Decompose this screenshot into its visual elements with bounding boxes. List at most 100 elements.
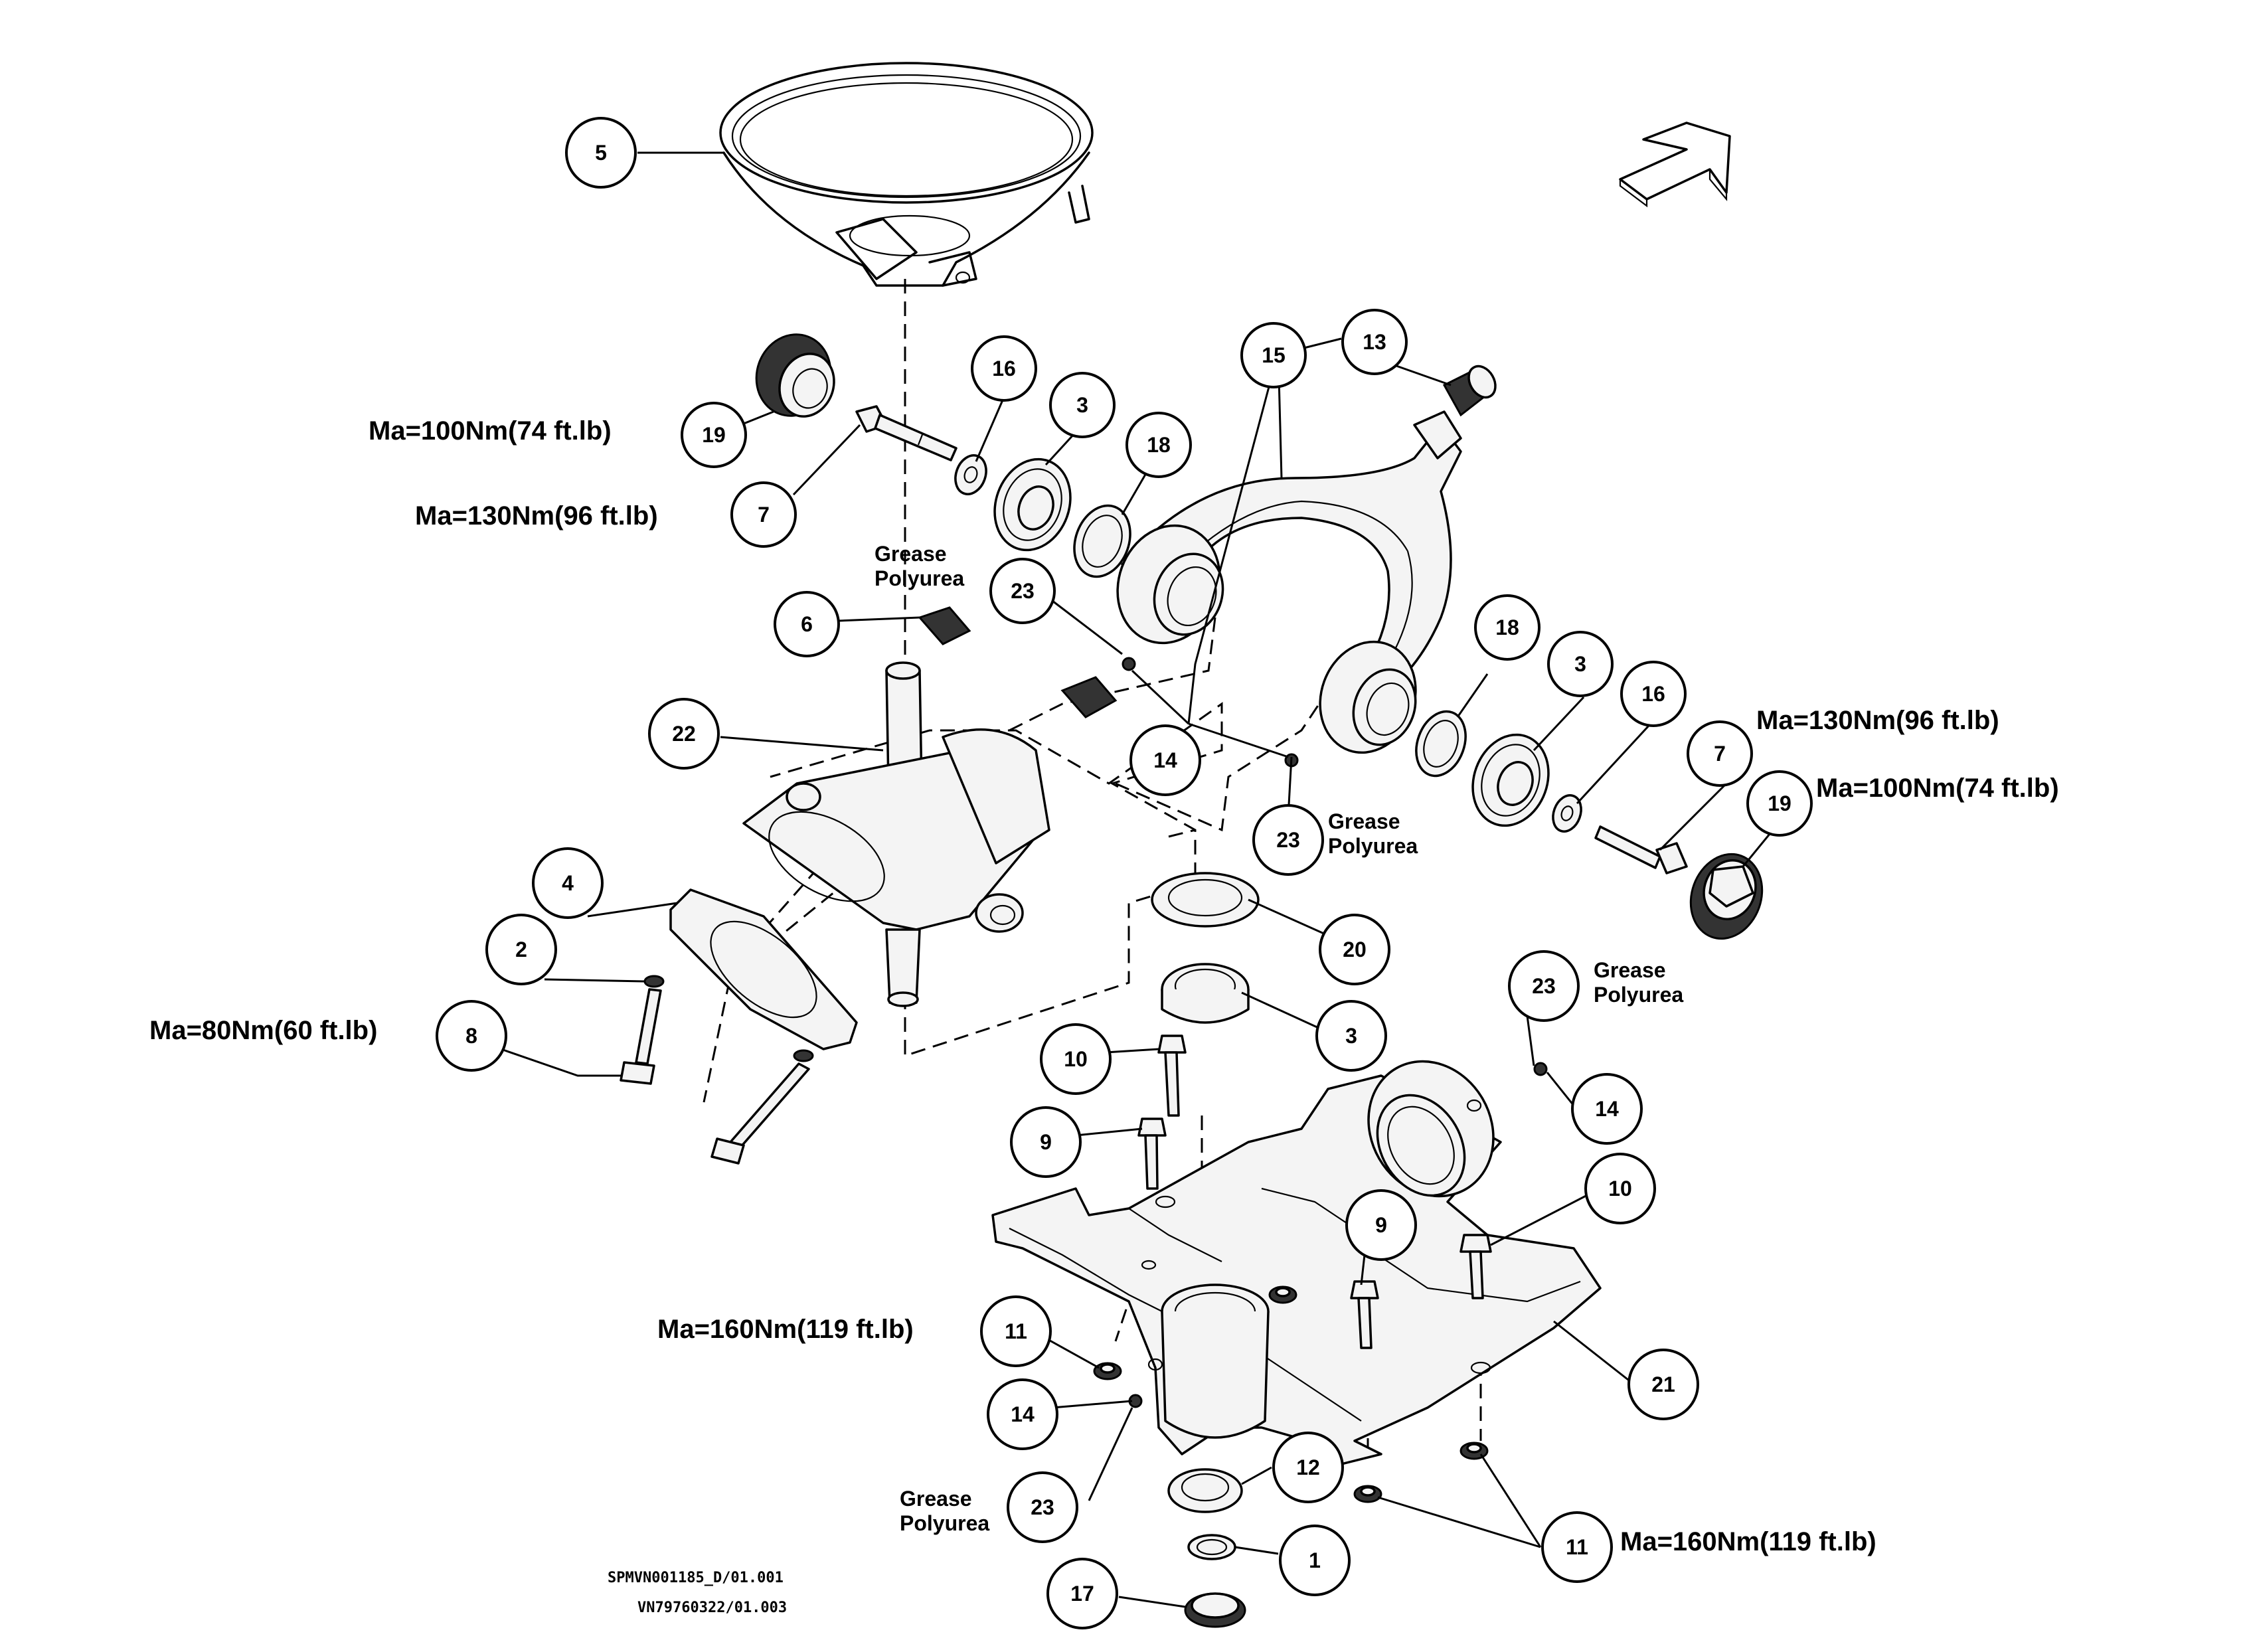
callout: 12 bbox=[1272, 1432, 1344, 1503]
callout: 23 bbox=[1508, 950, 1580, 1022]
grease-note-line1: Grease bbox=[875, 542, 947, 566]
callout-label: 6 bbox=[801, 612, 813, 636]
part-21-base-frame bbox=[991, 1060, 1602, 1469]
grease-note: Grease Polyurea bbox=[900, 1487, 989, 1535]
callout: 2 bbox=[485, 914, 557, 985]
callout-label: 23 bbox=[1011, 579, 1035, 603]
callout: 15 bbox=[1240, 322, 1307, 388]
callout: 19 bbox=[1746, 770, 1813, 837]
part-5-cone-hopper bbox=[719, 62, 1094, 287]
drawing-code: SPMVN001185_D/01.001 bbox=[608, 1570, 784, 1586]
grease-note: Grease Polyurea bbox=[1594, 958, 1683, 1007]
callout-label: 18 bbox=[1495, 616, 1519, 639]
callout: 11 bbox=[980, 1295, 1052, 1367]
callout-label: 18 bbox=[1147, 433, 1171, 457]
grease-note: Grease Polyurea bbox=[1328, 809, 1418, 858]
grease-note-line2: Polyurea bbox=[900, 1511, 989, 1535]
callout-label: 3 bbox=[1574, 652, 1586, 676]
part-6-block bbox=[918, 606, 1118, 718]
callout-label: 14 bbox=[1153, 748, 1177, 772]
callout-label: 2 bbox=[515, 938, 527, 961]
callout-label: 1 bbox=[1309, 1548, 1321, 1572]
part-4-flange-plate bbox=[669, 888, 858, 1050]
callout: 7 bbox=[730, 481, 797, 548]
callout: 16 bbox=[1620, 661, 1687, 727]
callout-label: 3 bbox=[1076, 393, 1088, 417]
callout-label: 17 bbox=[1070, 1582, 1094, 1606]
parts-9-10-bolts bbox=[1137, 1034, 1492, 1349]
part-22-shaft-housing bbox=[742, 661, 1050, 1007]
torque-label: Ma=130Nm(96 ft.lb) bbox=[1756, 706, 1999, 735]
callout-label: 19 bbox=[1768, 791, 1791, 815]
torque-label: Ma=100Nm(74 ft.lb) bbox=[369, 416, 612, 446]
callout: 21 bbox=[1627, 1349, 1699, 1420]
drawing-code: VN79760322/01.003 bbox=[637, 1600, 787, 1616]
callout: 3 bbox=[1315, 1000, 1387, 1072]
callout: 14 bbox=[987, 1378, 1058, 1450]
grease-note-line1: Grease bbox=[1594, 958, 1666, 982]
callout: 18 bbox=[1125, 412, 1192, 478]
callout-label: 12 bbox=[1296, 1455, 1320, 1479]
part-8-bolts-left bbox=[620, 975, 814, 1165]
callout-label: 10 bbox=[1064, 1047, 1088, 1071]
callout-label: 10 bbox=[1608, 1177, 1632, 1200]
callout-label: 23 bbox=[1031, 1495, 1054, 1519]
callout: 10 bbox=[1584, 1153, 1656, 1224]
callout-label: 14 bbox=[1011, 1402, 1035, 1426]
torque-label: Ma=80Nm(60 ft.lb) bbox=[149, 1016, 377, 1045]
part-7-bolt-left bbox=[855, 405, 958, 461]
torque-label: Ma=100Nm(74 ft.lb) bbox=[1816, 774, 2059, 803]
callout-label: 16 bbox=[992, 357, 1016, 380]
callout-label: 21 bbox=[1651, 1372, 1675, 1396]
callout-label: 11 bbox=[1005, 1319, 1027, 1343]
callout: 23 bbox=[989, 558, 1056, 624]
torque-label: Ma=160Nm(119 ft.lb) bbox=[1620, 1527, 1876, 1556]
callout: 4 bbox=[532, 847, 604, 919]
callout: 17 bbox=[1046, 1558, 1118, 1629]
parts-center-bearing-stack bbox=[1151, 872, 1260, 1628]
callout: 19 bbox=[681, 402, 747, 468]
callout: 10 bbox=[1040, 1023, 1112, 1095]
callout-label: 13 bbox=[1363, 330, 1386, 354]
callout: 7 bbox=[1687, 720, 1753, 787]
callout: 14 bbox=[1129, 724, 1201, 796]
callout: 6 bbox=[774, 591, 840, 657]
callout-label: 9 bbox=[1375, 1213, 1387, 1237]
callout-label: 23 bbox=[1276, 828, 1300, 852]
torque-label: Ma=160Nm(119 ft.lb) bbox=[657, 1315, 914, 1344]
leader-lines bbox=[491, 151, 1774, 1608]
callout: 3 bbox=[1547, 631, 1614, 697]
grease-note: Grease Polyurea bbox=[875, 542, 964, 590]
part-19-nut-left bbox=[755, 333, 835, 418]
callout: 11 bbox=[1541, 1511, 1613, 1583]
grease-note-line2: Polyurea bbox=[1328, 834, 1418, 858]
callout: 16 bbox=[971, 335, 1037, 402]
callout: 1 bbox=[1279, 1525, 1351, 1596]
callout: 3 bbox=[1049, 372, 1116, 438]
callout-label: 20 bbox=[1343, 938, 1367, 961]
callout: 23 bbox=[1252, 804, 1324, 876]
callout-label: 7 bbox=[758, 503, 770, 527]
part-13-cap bbox=[1442, 365, 1497, 417]
parts-left-bearing-stack bbox=[954, 454, 1131, 578]
arrow-outline-icon bbox=[1619, 122, 1731, 208]
grease-note-line2: Polyurea bbox=[1594, 983, 1683, 1007]
callout: 9 bbox=[1345, 1189, 1417, 1261]
callout-label: 15 bbox=[1262, 343, 1286, 367]
callout-label: 19 bbox=[702, 423, 726, 447]
callout-label: 14 bbox=[1595, 1097, 1619, 1121]
callout: 9 bbox=[1010, 1106, 1082, 1178]
callout: 22 bbox=[648, 698, 720, 770]
parts-right-bearing-stack bbox=[1415, 710, 1764, 940]
callout-label: 9 bbox=[1040, 1130, 1052, 1154]
torque-label: Ma=130Nm(96 ft.lb) bbox=[415, 501, 658, 531]
callout-label: 5 bbox=[595, 141, 607, 165]
grease-note-line1: Grease bbox=[1328, 809, 1400, 833]
callout: 20 bbox=[1319, 914, 1390, 985]
callout: 5 bbox=[565, 117, 637, 189]
callout-label: 7 bbox=[1714, 742, 1726, 766]
callout-label: 8 bbox=[465, 1024, 477, 1048]
callout: 8 bbox=[436, 1000, 507, 1072]
callout-label: 22 bbox=[672, 722, 696, 746]
